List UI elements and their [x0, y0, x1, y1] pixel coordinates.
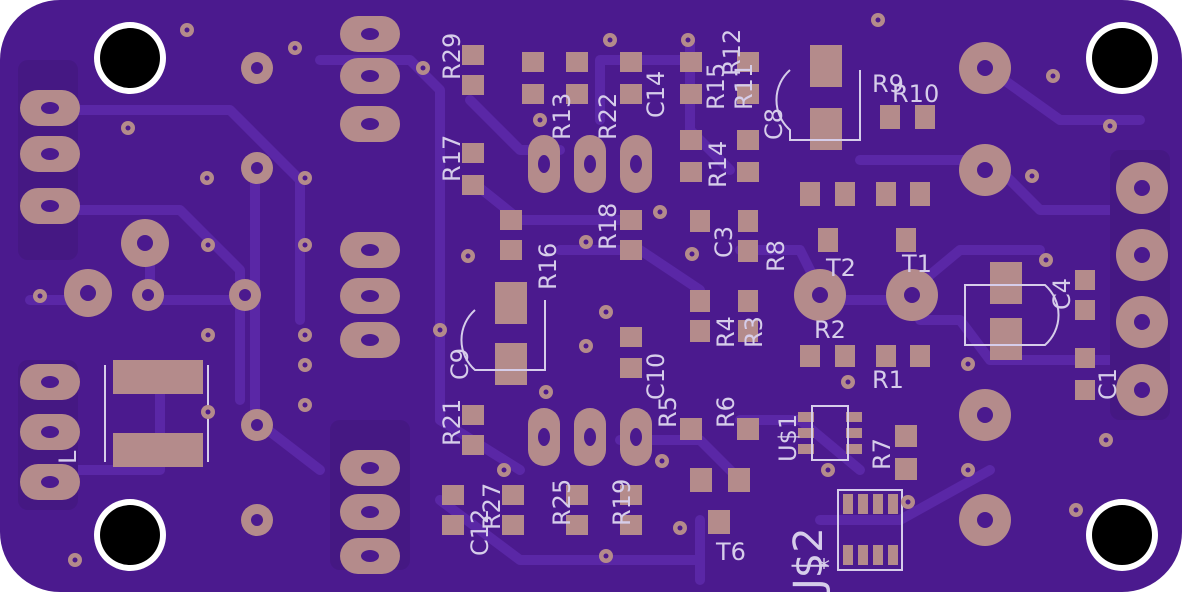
label-js2: J$2 [786, 527, 832, 592]
via-hole [205, 242, 211, 248]
via-hole [72, 557, 78, 563]
smd-pads [442, 45, 1095, 565]
label-t6: T6 [715, 538, 746, 566]
label-c3: C3 [710, 226, 738, 258]
label-r15: R15 [702, 63, 730, 110]
via-hole [965, 467, 971, 473]
via-hole [1029, 173, 1035, 179]
via-hole [659, 458, 665, 464]
via-hole [1073, 507, 1079, 513]
label-t2: T2 [825, 254, 856, 282]
label-r5: R5 [654, 396, 682, 428]
via-hole [465, 253, 471, 259]
label-r27: R27 [478, 483, 506, 530]
label-r14: R14 [704, 141, 732, 188]
via-hole [607, 37, 613, 43]
electrolytic-capacitors [460, 45, 1060, 385]
via-hole [965, 361, 971, 367]
via-hole [184, 27, 190, 33]
label-c8: C8 [760, 108, 788, 140]
via-hole [302, 242, 308, 248]
label-r18: R18 [594, 203, 622, 250]
label-r29: R29 [438, 33, 466, 80]
ic-outline [811, 405, 849, 461]
label-us1: U$1 [774, 414, 802, 462]
label-r9: R9 [872, 70, 904, 98]
label-r1: R1 [872, 366, 904, 394]
via-hole [501, 467, 507, 473]
label-r4: R4 [712, 316, 740, 348]
via-hole [905, 499, 911, 505]
via-hole [302, 362, 308, 368]
via-hole [583, 343, 589, 349]
via-hole [825, 467, 831, 473]
label-c4: C4 [1048, 278, 1076, 310]
silkscreen-labels: R29 R13 R22 C14 R12 R15 R11 C8 R9 R10 R1… [54, 29, 1122, 592]
label-c14: C14 [642, 71, 670, 118]
label-c10: C10 [642, 353, 670, 400]
via-hole [302, 332, 308, 338]
label-r8: R8 [762, 240, 790, 272]
mounting-holes [94, 22, 1158, 571]
oval-pad-holes [41, 28, 642, 562]
label-r13: R13 [548, 93, 576, 140]
via-hole [125, 125, 131, 131]
via-hole [204, 175, 210, 181]
label-r2: R2 [814, 316, 846, 344]
via-hole [302, 175, 308, 181]
label-r17: R17 [438, 135, 466, 182]
via-hole [37, 293, 43, 299]
via-hole [543, 389, 549, 395]
label-c1: C1 [1094, 368, 1122, 400]
via-hole [845, 379, 851, 385]
label-r6: R6 [712, 396, 740, 428]
via-hole [875, 17, 881, 23]
via-hole [1050, 73, 1056, 79]
label-t1: T1 [901, 250, 932, 278]
via-hole [603, 553, 609, 559]
via-hole [1107, 123, 1113, 129]
label-c12: C12 [466, 509, 494, 556]
via-hole [302, 402, 308, 408]
label-r21: R21 [438, 399, 466, 446]
vias [33, 13, 1117, 567]
label-r11: R11 [730, 63, 758, 110]
via-hole [437, 327, 443, 333]
label-r3: R3 [740, 316, 768, 348]
label-r16: R16 [534, 243, 562, 290]
via-hole [689, 251, 695, 257]
label-r22: R22 [594, 93, 622, 140]
via-hole [583, 239, 589, 245]
label-l: L [54, 450, 82, 464]
via-hole [1043, 257, 1049, 263]
via-hole [685, 37, 691, 43]
via-hole [292, 45, 298, 51]
via-hole [205, 332, 211, 338]
connector-outline [837, 489, 903, 571]
label-c9: C9 [446, 348, 474, 380]
via-hole [205, 409, 211, 415]
via-hole [603, 309, 609, 315]
inductor-footprint [104, 360, 209, 467]
label-r7: R7 [868, 438, 896, 470]
through-hole-pads [64, 42, 1168, 546]
via-hole [420, 65, 426, 71]
pin1-marker: * [818, 554, 830, 582]
via-hole [1103, 437, 1109, 443]
label-r10: R10 [892, 80, 939, 108]
label-r12: R12 [718, 29, 746, 76]
via-hole [537, 117, 543, 123]
label-r25: R25 [548, 479, 576, 526]
via-hole [657, 209, 663, 215]
label-r19: R19 [608, 479, 636, 526]
via-hole [677, 525, 683, 531]
